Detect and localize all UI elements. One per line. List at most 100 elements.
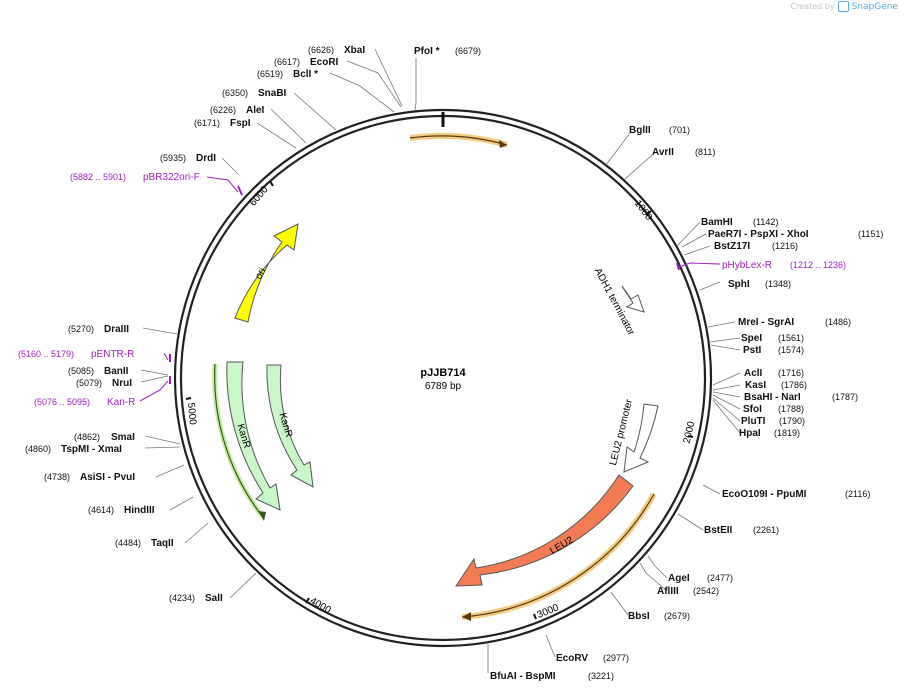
primer-pentr-r: pENTR-R (5160 .. 5179) bbox=[18, 349, 134, 360]
site-name: FspI bbox=[230, 118, 251, 129]
site-name: DrdI bbox=[196, 153, 216, 164]
site-smai: SmaI(4862) bbox=[74, 432, 135, 443]
site-pos: (2477) bbox=[707, 573, 733, 583]
site-pos: (2977) bbox=[603, 653, 629, 663]
site-mrei: MreI - SgrAI(1486) bbox=[738, 317, 851, 328]
primer-range: (5160 .. 5179) bbox=[18, 349, 74, 359]
site-name: BsaHI - NarI bbox=[744, 392, 801, 403]
scale-ticks: 1000 2000 3000 4000 5000 6000 bbox=[185, 180, 698, 621]
site-spei: SpeI(1561) bbox=[741, 333, 804, 344]
primer-kan-r: Kan-R (5076 .. 5095) bbox=[34, 397, 135, 408]
site-xbai: XbaI(6626) bbox=[308, 45, 365, 56]
site-ecori: EcoRI(6617) bbox=[274, 57, 339, 68]
site-name: SpeI bbox=[741, 333, 762, 344]
tick-label: 6000 bbox=[248, 184, 271, 208]
feature-label: ori bbox=[253, 266, 268, 281]
site-pos: (4862) bbox=[74, 432, 100, 442]
site-pos: (5270) bbox=[68, 324, 94, 334]
site-name: BbsI bbox=[628, 611, 650, 622]
credit-prefix: Created by bbox=[790, 2, 835, 11]
primer-name: pENTR-R bbox=[91, 349, 134, 360]
site-pfoi: PfoI *(6679) bbox=[414, 46, 481, 57]
feature-kanr-1: KanR bbox=[226, 361, 281, 511]
site-bamhi: BamHI (1142) bbox=[701, 217, 778, 228]
site-name: HindIII bbox=[124, 505, 155, 516]
site-pos: (2116) bbox=[845, 489, 870, 499]
site-pos: (5079) bbox=[76, 378, 102, 388]
feature-ori: ori bbox=[234, 223, 299, 323]
site-pos: (6519) bbox=[257, 69, 283, 79]
site-name: PstI bbox=[743, 345, 762, 356]
site-draiii: DraIII (5270) bbox=[68, 324, 129, 335]
site-pos: (1142) bbox=[753, 217, 778, 227]
site-pos: (5935) bbox=[160, 153, 186, 163]
site-pos: (6171) bbox=[194, 118, 220, 128]
site-name: SfoI bbox=[743, 404, 762, 415]
site-name: DraIII bbox=[104, 324, 129, 335]
snapgene-credit: Created by SnapGene bbox=[791, 1, 898, 12]
site-banii: BanII(5085) bbox=[68, 366, 129, 377]
site-name: SalI bbox=[205, 593, 223, 604]
site-name: BamHI bbox=[701, 217, 733, 228]
site-nrui: NruI(5079) bbox=[76, 378, 132, 389]
feature-label: ADH1 terminator bbox=[592, 266, 637, 338]
site-snabi: SnaBI(6350) bbox=[222, 88, 287, 99]
features: ori KanR KanR LEU2 LEU2 promoter ADH1 te… bbox=[212, 223, 659, 587]
tick-label: 5000 bbox=[185, 402, 198, 426]
site-ecorv: EcoRV (2977) bbox=[556, 653, 629, 664]
site-pos: (1348) bbox=[765, 279, 791, 289]
site-name: TspMI - XmaI bbox=[61, 444, 122, 455]
site-pos: (3221) bbox=[588, 671, 614, 681]
site-drdi: DrdI (5935) bbox=[160, 153, 216, 164]
primer-arrow-bottom-head bbox=[462, 612, 471, 621]
feature-leu2: LEU2 bbox=[455, 474, 634, 587]
site-name: EcoRV bbox=[556, 653, 588, 664]
plasmid-name: pJJB714 bbox=[420, 367, 466, 379]
primer-arrow-top bbox=[409, 135, 508, 146]
site-pos: (2261) bbox=[753, 525, 779, 535]
site-name: AsiSI - PvuI bbox=[80, 472, 135, 483]
primer-phyblex-r: pHybLex-R(1212 .. 1236) bbox=[722, 260, 846, 271]
primer-range: (5076 .. 5095) bbox=[34, 397, 90, 407]
primer-leaders bbox=[139, 176, 721, 402]
plasmid-center-label: pJJB714 6789 bp bbox=[420, 367, 466, 392]
site-pos: (6617) bbox=[274, 57, 300, 67]
plasmid-size: 6789 bp bbox=[425, 381, 462, 392]
site-name: AflIII bbox=[657, 586, 679, 597]
site-hpai: HpaI(1819) bbox=[739, 428, 800, 439]
site-name: AclI bbox=[744, 368, 763, 379]
site-pos: (4738) bbox=[44, 472, 70, 482]
site-bglii: BglII(701) bbox=[629, 125, 690, 136]
primer-name: pHybLex-R bbox=[722, 260, 772, 271]
site-pos: (1819) bbox=[774, 428, 800, 438]
site-kasi: KasI(1786) bbox=[745, 380, 807, 391]
primer-arrow-bottom bbox=[461, 493, 655, 618]
primer-name: Kan-R bbox=[107, 397, 135, 408]
site-pos: (6350) bbox=[222, 88, 248, 98]
site-name: PaeR7I - PspXI - XhoI bbox=[708, 229, 809, 240]
backbone bbox=[173, 108, 713, 648]
feature-leu2-promoter: LEU2 promoter bbox=[608, 398, 659, 473]
site-name: BstZ17I bbox=[714, 241, 750, 252]
site-labels: PfoI *(6679) BglII(701) AvrII(811) BamHI… bbox=[25, 45, 883, 682]
site-pos: (4234) bbox=[169, 593, 195, 603]
site-pos: (1716) bbox=[778, 368, 804, 378]
primer-labels: pBR322ori-F(5882 .. 5901) pHybLex-R(1212… bbox=[18, 172, 846, 408]
site-pos: (1151) bbox=[858, 229, 883, 239]
site-name: SphI bbox=[728, 279, 750, 290]
site-pos: (2679) bbox=[664, 611, 690, 621]
site-avrii: AvrII(811) bbox=[652, 147, 715, 158]
site-taqii: TaqII(4484) bbox=[115, 538, 174, 549]
site-pos: (811) bbox=[695, 147, 715, 157]
primer-highlight-bottom bbox=[461, 492, 657, 620]
site-name: AleI bbox=[246, 105, 265, 116]
tick-2000: 2000 bbox=[682, 420, 698, 445]
site-acli: AclI (1716) bbox=[744, 368, 804, 379]
tick-5000: 5000 bbox=[185, 397, 198, 426]
site-pos: (2542) bbox=[693, 586, 719, 596]
site-pos: (6226) bbox=[210, 105, 236, 115]
site-name: XbaI bbox=[344, 45, 365, 56]
site-name: BfuAI - BspMI bbox=[490, 671, 556, 682]
tick-6000: 6000 bbox=[248, 180, 274, 208]
